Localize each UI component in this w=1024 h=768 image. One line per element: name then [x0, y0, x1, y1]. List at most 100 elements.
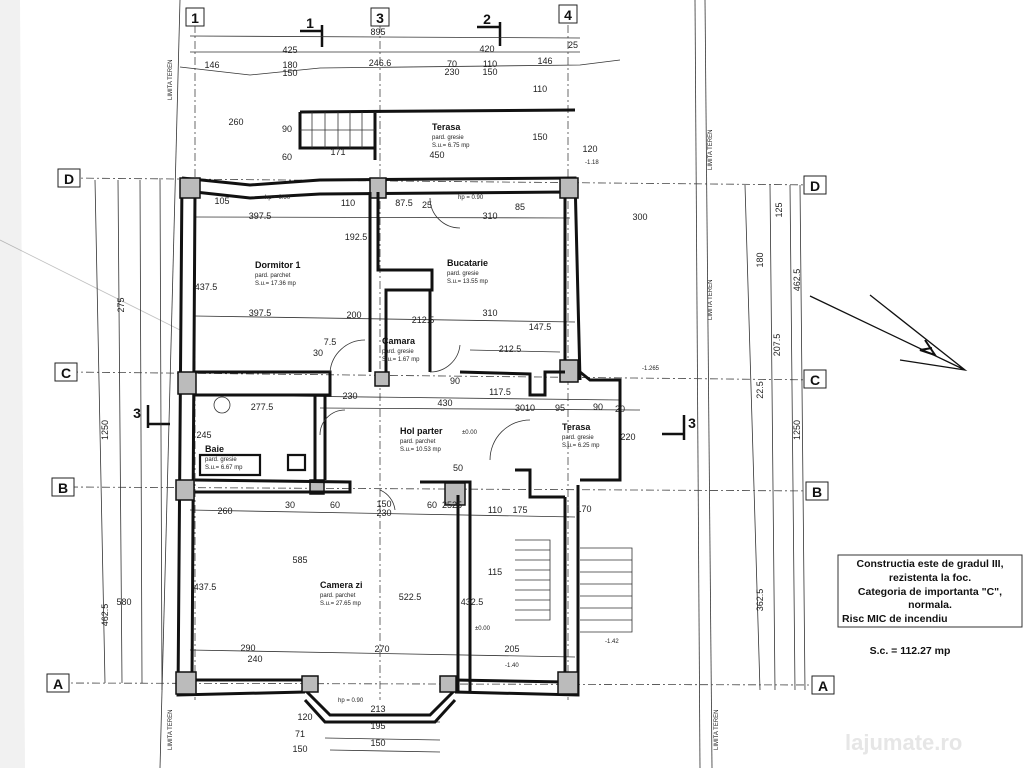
toilet-icon: [213, 396, 231, 414]
property-line-label: LIMITA TEREN: [714, 710, 720, 750]
room-floor: pard. gresie: [562, 435, 594, 441]
level-tag: hp = 0.90: [458, 195, 484, 201]
exterior-walls: [175, 176, 582, 724]
dimension-label: 212.5: [499, 344, 522, 354]
dimension-label: 171: [330, 147, 345, 157]
dimension-label: 212.5: [412, 315, 435, 325]
room-area: S.u.= 6.67 mp: [205, 465, 243, 471]
level-tag: -1.18: [585, 160, 599, 166]
dimension-label: 70: [447, 59, 457, 69]
dimension-label: 146: [204, 60, 219, 70]
dimension-label: 2525: [442, 500, 462, 510]
room-area: S.u.= 6.75 mp: [432, 143, 470, 149]
dimension-label: 260: [217, 506, 232, 516]
room-name: Terasa: [562, 422, 591, 432]
room-area: S.u.= 1.67 mp: [382, 357, 420, 363]
room-area: S.u.= 10.53 mp: [400, 447, 442, 453]
dimension-label: 90: [450, 376, 460, 386]
axis-label-1: 1: [191, 10, 199, 26]
dimension-label: 3010: [515, 403, 535, 413]
axis-label-b: B: [812, 484, 822, 500]
room-floor: pard. parchet: [320, 593, 356, 599]
section-mark-3: 3: [133, 405, 141, 421]
dimension-label: 192.5: [345, 232, 368, 242]
stairs: [515, 539, 633, 633]
info-line: rezistenta la foc.: [889, 572, 971, 584]
dimension-label: 277.5: [251, 402, 274, 412]
level-tag: ±0.00: [462, 430, 478, 436]
property-line-label: LIMITA TEREN: [708, 280, 714, 320]
dimension-label: 90: [593, 402, 603, 412]
dimension-label: 25: [422, 200, 432, 210]
dimension-label: 60: [282, 152, 292, 162]
axis-label-3: 3: [376, 10, 384, 26]
dimension-label: 1250: [100, 420, 110, 440]
section-mark-2: 2: [483, 11, 491, 27]
dimension-label: 60: [330, 500, 340, 510]
dimension-label: 207.5: [772, 334, 782, 357]
dimension-label: 30: [285, 500, 295, 510]
room-floor: pard. parchet: [400, 439, 436, 445]
dimension-label: 125: [774, 202, 784, 217]
interior-walls: [194, 192, 622, 692]
dimension-label: 420: [479, 44, 494, 54]
dimension-label: 95: [555, 403, 565, 413]
axis-label-b: B: [58, 480, 68, 496]
dimension-label: 146: [537, 56, 552, 66]
dimension-label: 50: [453, 463, 463, 473]
dimension-label: 30: [313, 348, 323, 358]
dimension-label: 22.5: [755, 381, 765, 399]
dimension-label: 230: [376, 508, 391, 518]
section-marks: 1 2 3 3: [133, 11, 696, 440]
dimension-label: 895: [370, 27, 385, 37]
dimension-label: 90: [282, 124, 292, 134]
dimension-label: 150: [282, 68, 297, 78]
dimension-label: 462.5: [792, 269, 802, 292]
dimension-label: 270: [374, 644, 389, 654]
room-floor: pard. parchet: [255, 273, 291, 279]
dimension-label: 147.5: [529, 322, 552, 332]
dimension-label: 1250: [792, 420, 802, 440]
room-name: Bucatarie: [447, 258, 488, 268]
room-floor: pard. gresie: [447, 271, 479, 277]
property-line-right: [704, 0, 713, 768]
info-line: Categoria de importanta "C",: [858, 586, 1002, 598]
dimension-label: 150: [376, 499, 391, 509]
axis-label-a: A: [818, 678, 828, 694]
paper-fold: [0, 239, 181, 331]
dimension-label: 180: [282, 60, 297, 70]
dimension-label: 150: [482, 67, 497, 77]
axis-label-c: C: [810, 372, 820, 388]
room-name: Dormitor 1: [255, 260, 301, 270]
dimension-label: 200: [346, 310, 361, 320]
dimension-label: 150: [292, 744, 307, 754]
dimension-label: 120: [297, 712, 312, 722]
dimension-label: 240: [247, 654, 262, 664]
dimension-label: 430: [437, 398, 452, 408]
page-margin: [0, 0, 25, 768]
dimension-label: 60: [427, 500, 437, 510]
north-arrow-icon: [809, 294, 968, 372]
info-line: Risc MIC de incendiu: [842, 613, 948, 625]
dimension-label: 195: [370, 721, 385, 731]
dimension-label: 170: [576, 504, 591, 514]
dimension-label: 437.5: [194, 582, 217, 592]
dimension-label: 175: [512, 505, 527, 515]
level-tag: -1.40: [505, 663, 519, 669]
surface-area: S.c. = 112.27 mp: [870, 645, 951, 657]
dimension-label: 150: [532, 132, 547, 142]
level-tag: -1.42: [605, 639, 619, 645]
dimension-label: 150: [370, 738, 385, 748]
dimension-label: 180: [755, 252, 765, 267]
top-terrace: [298, 108, 576, 160]
room-floor: pard. gresie: [382, 349, 414, 355]
section-mark-1: 1: [306, 15, 314, 31]
dimension-label: 246.6: [369, 58, 392, 68]
room-floor: pard. gresie: [205, 457, 237, 463]
dimension-label: 110: [483, 59, 497, 69]
property-line-right-inner: [694, 0, 701, 768]
dimension-label: 85: [515, 202, 525, 212]
dimension-label: 580: [116, 597, 131, 607]
property-line-left: [159, 0, 181, 768]
